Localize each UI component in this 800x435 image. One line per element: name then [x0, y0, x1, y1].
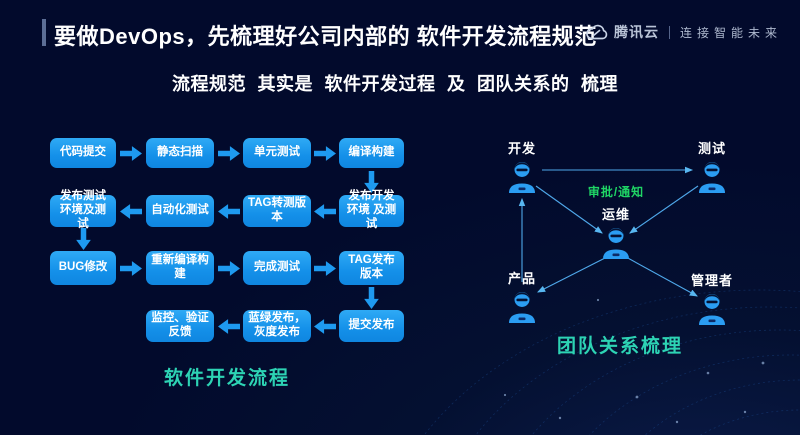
team-node-label: 产品: [507, 271, 536, 286]
flow-box-unit-test: 单元测试: [243, 138, 311, 168]
flow-box-release-dev-env: 发布开发环境 及测试: [339, 190, 404, 230]
arrow-right-icon: [214, 138, 243, 168]
team-node-label: 开发: [507, 141, 536, 156]
arrow-down-icon: [50, 227, 116, 251]
arrow-left-icon: [116, 195, 146, 227]
slide-subtitle: 流程规范 其实是 软件开发过程 及 团队关系的 梳理: [171, 74, 618, 94]
team-node-test: 测试: [680, 138, 744, 194]
flow-box-finish-test: 完成测试: [243, 251, 311, 285]
flow-box-release-test-env: 发布测试环境及测试: [50, 190, 116, 230]
arrow-right-icon: [116, 251, 146, 285]
flow-box-static-scan: 静态扫描: [146, 138, 214, 168]
arrow-left-icon: [311, 195, 339, 227]
team-relationship-diagram: 开发 测试 审批/通知 运维: [460, 130, 780, 365]
flowchart-grid: 代码提交 静态扫描 单元测试 编译构建 发布测试环境及测试 自动化测试 TAG转…: [50, 138, 404, 342]
flow-box-rebuild: 重新编译构建: [146, 251, 214, 285]
person-icon: [509, 292, 535, 323]
team-node-ops: 运维: [584, 204, 648, 260]
approval-notify-annotation: 审批/通知: [587, 185, 645, 199]
flow-box-blue-green-release: 蓝绿发布，灰度发布: [243, 310, 311, 342]
person-icon: [603, 228, 629, 259]
arrow-down-icon: [339, 285, 404, 310]
cloud-logo-icon: [586, 24, 608, 39]
flow-box-code-commit: 代码提交: [50, 138, 116, 168]
team-node-manager: 管理者: [680, 270, 744, 326]
tencent-cloud-logo: 腾讯云 连接智能未来: [585, 22, 782, 42]
arrow-right-icon: [311, 251, 339, 285]
team-node-dev: 开发: [490, 138, 554, 194]
arrow-left-icon: [214, 310, 243, 342]
team-diagram-caption: 团队关系梳理: [556, 336, 683, 357]
arrow-down-icon: [339, 168, 404, 195]
team-node-product: 产品: [490, 268, 554, 324]
team-connection-lines: [518, 166, 699, 297]
flow-box-automated-test: 自动化测试: [146, 195, 214, 227]
team-node-label: 管理者: [690, 273, 733, 288]
person-icon: [699, 294, 725, 325]
header: 要做DevOps，先梳理好公司内部的 软件开发流程规范 腾讯云 连接智能未来: [0, 0, 800, 56]
software-dev-flowchart: 代码提交 静态扫描 单元测试 编译构建 发布测试环境及测试 自动化测试 TAG转…: [50, 138, 404, 390]
flow-box-bug-fix: BUG修改: [50, 251, 116, 285]
person-icon: [699, 162, 725, 193]
flow-box-build: 编译构建: [339, 138, 404, 168]
title-accent-bar: [42, 19, 46, 46]
logo-brand-text: 腾讯云: [613, 24, 659, 40]
flow-box-tag-test-version: TAG转测版本: [243, 195, 311, 227]
arrow-right-icon: [116, 138, 146, 168]
logo-divider: [668, 25, 670, 39]
flowchart-caption: 软件开发流程: [163, 368, 290, 389]
arrow-right-icon: [311, 138, 339, 168]
arrow-left-icon: [311, 310, 339, 342]
person-icon: [509, 162, 535, 193]
arrow-left-icon: [214, 195, 243, 227]
logo-slogan-text: 连接智能未来: [679, 25, 782, 40]
flow-box-submit-release: 提交发布: [339, 310, 404, 342]
flow-box-monitor-verify: 监控、验证反馈: [146, 310, 214, 342]
team-node-label: 测试: [697, 141, 726, 156]
flow-box-tag-release-version: TAG发布版本: [339, 251, 404, 285]
team-node-label: 运维: [601, 207, 630, 222]
arrow-right-icon: [214, 251, 243, 285]
page-title: 要做DevOps，先梳理好公司内部的 软件开发流程规范: [54, 24, 597, 49]
